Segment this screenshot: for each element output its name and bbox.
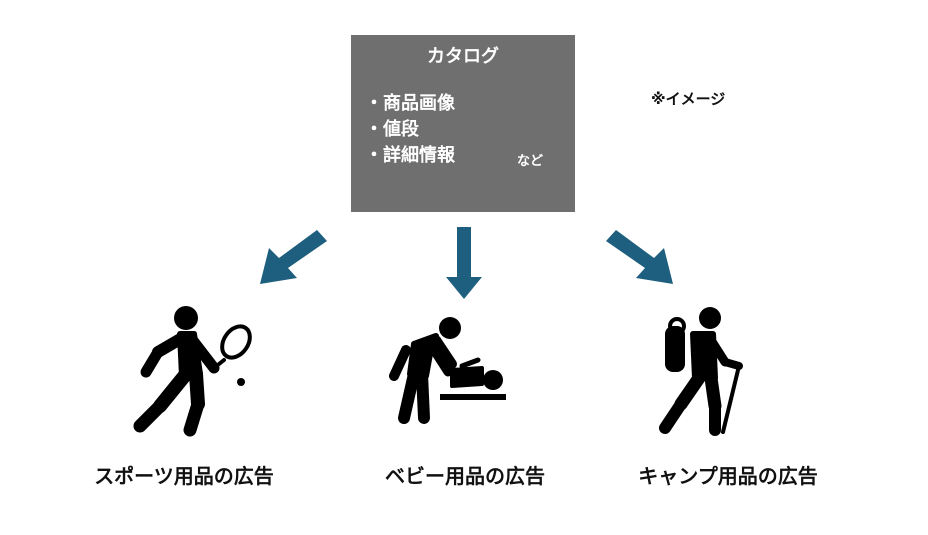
caption-baby: ベビー用品の広告 bbox=[385, 464, 545, 488]
catalog-list: ・商品画像 ・値段 ・詳細情報 bbox=[365, 91, 455, 169]
caption-sports: スポーツ用品の広告 bbox=[94, 464, 274, 488]
tennis-player-icon bbox=[133, 306, 252, 437]
arrow-right-down-icon bbox=[606, 230, 673, 284]
catalog-title: カタログ bbox=[427, 46, 499, 67]
image-note: ※イメージ bbox=[651, 90, 726, 108]
catalog-item-price: ・値段 bbox=[365, 119, 419, 140]
caption-camping: キャンプ用品の広告 bbox=[638, 464, 818, 488]
hiker-icon bbox=[659, 307, 743, 436]
catalog-box: カタログ ・商品画像 ・値段 ・詳細情報 など bbox=[351, 35, 575, 212]
arrow-down-icon bbox=[446, 227, 482, 299]
catalog-item-image: ・商品画像 bbox=[365, 93, 455, 114]
catalog-etc: など bbox=[517, 154, 544, 169]
diaper-change-icon bbox=[389, 317, 506, 424]
arrow-left-down-icon bbox=[260, 230, 327, 284]
catalog-item-details: ・詳細情報 bbox=[365, 145, 455, 166]
